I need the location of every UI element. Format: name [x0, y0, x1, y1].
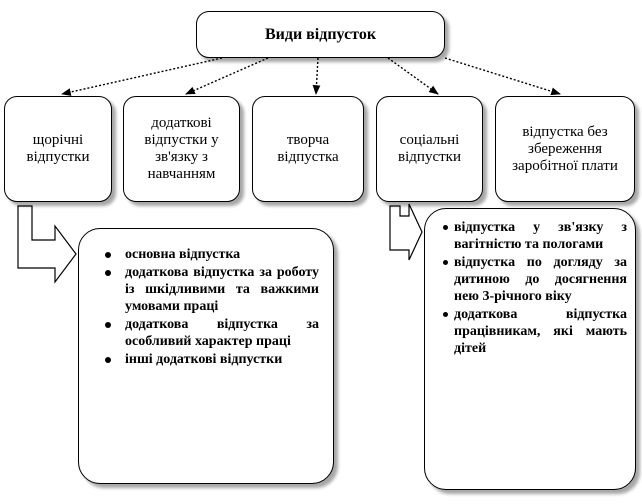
arrow-to-unpaid [444, 57, 561, 96]
list-item: додаткова відпустка працівникам, які маю… [443, 306, 627, 357]
diagram-title: Види відпусток [196, 11, 445, 58]
arrow-to-social [387, 57, 439, 95]
hollow-arrow-social [389, 203, 423, 261]
list-item: відпустка по догляду за дитиною до досяг… [443, 254, 627, 305]
list-item: інші додаткові відпустки [105, 351, 319, 368]
hollow-arrow-annual [17, 205, 77, 284]
arrow-to-study [185, 57, 269, 95]
list-item: додаткова відпустка за особливий характе… [105, 316, 319, 350]
category-study-leave: додаткові відпустки у зв'язку з навчання… [123, 96, 240, 202]
annual-leave-list: основна відпустка додаткова відпустка за… [105, 246, 319, 368]
category-social-leave: соціальні відпустки [376, 96, 483, 202]
category-unpaid-leave: відпустка без збереження заробітної плат… [495, 96, 635, 202]
list-item: основна відпустка [105, 246, 319, 263]
category-creative-leave: творча відпустка [252, 96, 364, 202]
list-item: відпустка у зв'язку з вагітністю та поло… [443, 219, 627, 253]
category-annual-leave: щорічні відпустки [4, 96, 112, 202]
social-leave-details: відпустка у зв'язку з вагітністю та поло… [424, 208, 636, 490]
social-leave-list: відпустка у зв'язку з вагітністю та поло… [443, 219, 627, 357]
arrow-to-creative [312, 57, 321, 95]
arrow-to-annual [61, 57, 223, 96]
list-item: додаткова відпустка за роботу із шкідлив… [105, 264, 319, 315]
annual-leave-details: основна відпустка додаткова відпустка за… [78, 228, 334, 484]
